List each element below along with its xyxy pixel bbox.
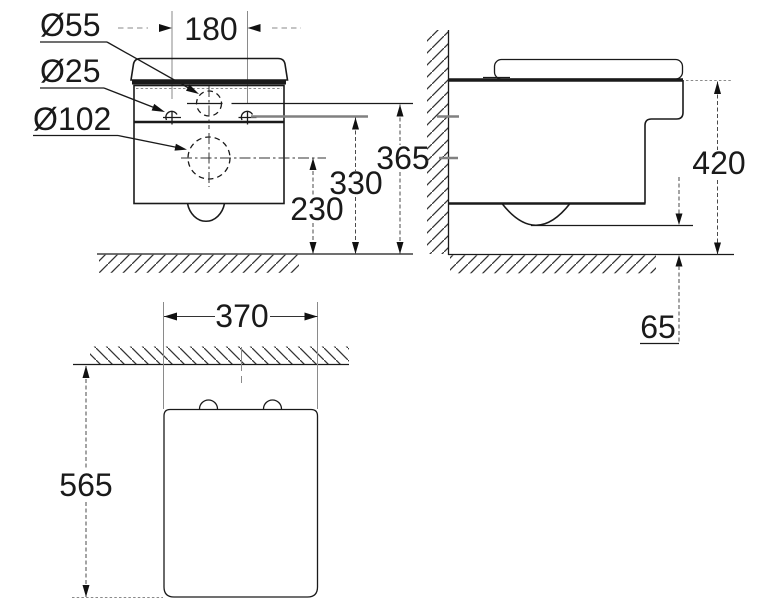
hinge-right — [262, 399, 283, 410]
label-hole-102: Ø102 — [33, 101, 187, 151]
arrowhead-left — [247, 24, 261, 32]
arrowhead-down — [352, 242, 359, 254]
leader-arrowhead — [151, 103, 165, 112]
arrowhead-right — [159, 24, 172, 32]
label-hole-25: Ø25 — [40, 53, 165, 112]
label-text-d55: Ø55 — [40, 7, 100, 43]
dim-text-230: 230 — [290, 191, 343, 227]
hinge-left — [198, 399, 219, 410]
trap-outline — [501, 203, 571, 227]
dim-text-565: 565 — [59, 467, 112, 503]
arrowhead-right — [304, 312, 318, 321]
leader-arrowhead — [174, 143, 187, 151]
arrowhead-down — [714, 242, 721, 255]
arrowhead-up — [396, 104, 404, 117]
label-hole-55: Ø55 — [40, 7, 199, 94]
dim-text-180: 180 — [184, 11, 237, 47]
rear-view: 180 Ø55 Ø25 Ø102 230 — [33, 7, 430, 273]
label-text-d25: Ø25 — [40, 53, 100, 89]
floor-hatch — [450, 255, 656, 274]
dim-text-420: 420 — [692, 145, 745, 181]
dim-230: 230 — [290, 158, 344, 254]
arrowhead-up — [714, 81, 721, 94]
arrowhead-down — [82, 585, 90, 597]
side-view: 420 65 — [427, 30, 746, 345]
dim-text-65: 65 — [640, 309, 676, 345]
seat-plan-outline — [163, 408, 319, 598]
dim-65: 65 — [640, 177, 683, 345]
arrowhead-up — [82, 365, 90, 378]
dim-text-365: 365 — [376, 140, 429, 176]
toilet-body-outline — [133, 84, 285, 205]
dim-text-370: 370 — [215, 298, 268, 334]
trap-outline — [186, 203, 226, 223]
dim-370: 370 — [164, 298, 318, 334]
arrowhead-down — [396, 242, 404, 254]
arrowhead-up — [675, 255, 683, 267]
seat-lid-outline — [493, 58, 684, 80]
body-right-step — [644, 80, 684, 204]
plan-view: 370 565 — [59, 298, 349, 598]
dim-330: 330 — [329, 117, 383, 254]
arrowhead-down — [309, 242, 317, 254]
seat-lid-outline — [130, 57, 289, 81]
arrowhead-up — [352, 117, 359, 130]
dim-text-330: 330 — [329, 165, 382, 201]
floor-hatch — [99, 254, 299, 273]
arrowhead-left — [164, 312, 177, 321]
dim-365: 365 — [376, 104, 430, 254]
arrowhead-up — [309, 158, 317, 170]
dim-420: 420 — [686, 80, 746, 255]
leader-arrowhead — [186, 84, 199, 94]
dim-565: 565 — [59, 365, 163, 598]
fixing-hole-left — [163, 110, 181, 125]
arrowhead-down — [675, 213, 683, 225]
dim-180: 180 — [118, 11, 301, 47]
wall-hatch — [427, 30, 448, 254]
label-text-d102: Ø102 — [33, 101, 111, 137]
wall-hatch — [90, 346, 349, 365]
